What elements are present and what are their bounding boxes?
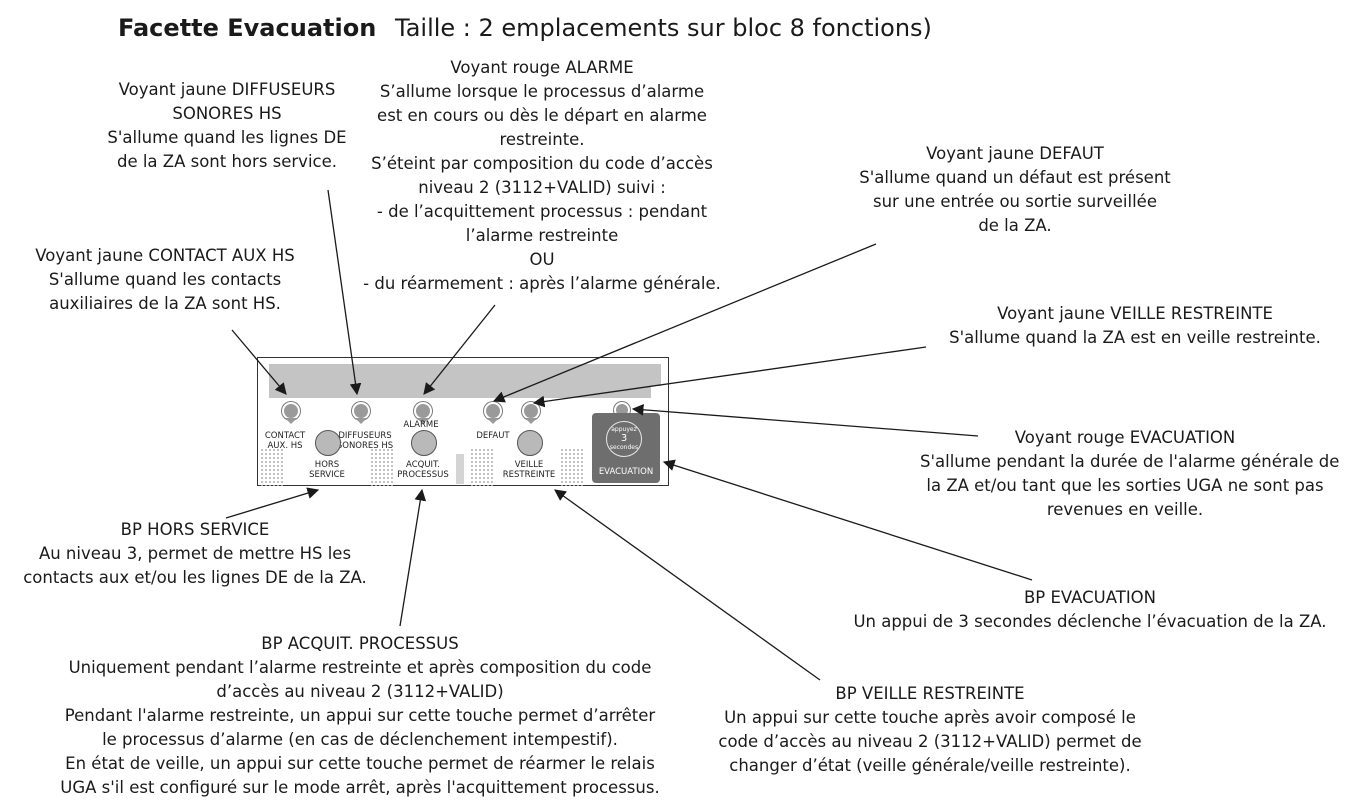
arrow-alarme: [423, 304, 496, 395]
label-alarme: ALARME: [403, 420, 439, 430]
arrow-veille-led: [532, 346, 927, 408]
veille-restreinte-button[interactable]: [517, 430, 543, 456]
dot-pattern: [560, 448, 584, 486]
evacuation-button[interactable]: appuyez 3 secondes EVACUATION: [592, 413, 660, 483]
annotation-contact-aux: Voyant jaune CONTACT AUX HS S'allume qua…: [35, 246, 295, 313]
dot-pattern: [470, 448, 494, 486]
arrow-defaut: [492, 243, 877, 403]
arrow-veille-button: [554, 489, 821, 681]
led-diffuseurs-hs: [352, 402, 370, 424]
acquit-processus-button[interactable]: [411, 430, 437, 456]
annotation-acquit-button: BP ACQUIT. PROCESSUS Uniquement pendant …: [60, 634, 660, 797]
arrow-diffuseurs: [327, 189, 362, 396]
label-acquit-processus: ACQUIT.PROCESSUS: [397, 460, 449, 480]
led-defaut: [484, 402, 502, 424]
annotation-veille-button: BP VEILLE RESTREINTE Un appui sur cette …: [718, 684, 1142, 775]
led-contact-aux-hs: [282, 402, 300, 424]
arrow-evacuation-button: [662, 459, 1033, 581]
arrow-contact-aux: [231, 329, 287, 395]
annotation-defaut: Voyant jaune DEFAUT S'allume quand un dé…: [859, 144, 1171, 235]
diagram-title: Facette Evacuation: [118, 14, 377, 42]
annotation-diffuseurs: Voyant jaune DIFFUSEURS SONORES HS S'all…: [107, 80, 347, 171]
dot-pattern: [370, 448, 394, 486]
led-alarme: [414, 402, 432, 424]
annotation-veille-led: Voyant jaune VEILLE RESTREINTE S'allume …: [949, 304, 1321, 347]
panel-separator: [456, 454, 464, 484]
arrow-acquit: [399, 488, 427, 627]
arrow-hors-service: [225, 487, 320, 519]
annotation-evacuation-led: Voyant rouge EVACUATION S'allume pendant…: [920, 428, 1340, 519]
label-defaut: DEFAUT: [476, 431, 510, 441]
annotation-alarme: Voyant rouge ALARME S’allume lorsque le …: [363, 58, 721, 293]
size-subtitle: Taille : 2 emplacements sur bloc 8 fonct…: [395, 14, 932, 42]
evacuation-label: EVACUATION: [598, 467, 654, 477]
dot-pattern: [260, 448, 284, 486]
press-3-seconds-icon: appuyez 3 secondes: [606, 421, 642, 457]
label-strip-tab: [651, 364, 661, 386]
label-strip: [269, 364, 651, 398]
annotation-hors-service-button: BP HORS SERVICE Au niveau 3, permet de m…: [23, 520, 367, 587]
arrow-evacuation-led: [631, 403, 979, 437]
hors-service-button[interactable]: [315, 430, 341, 456]
annotation-evacuation-button: BP EVACUATION Un appui de 3 secondes déc…: [853, 588, 1327, 631]
